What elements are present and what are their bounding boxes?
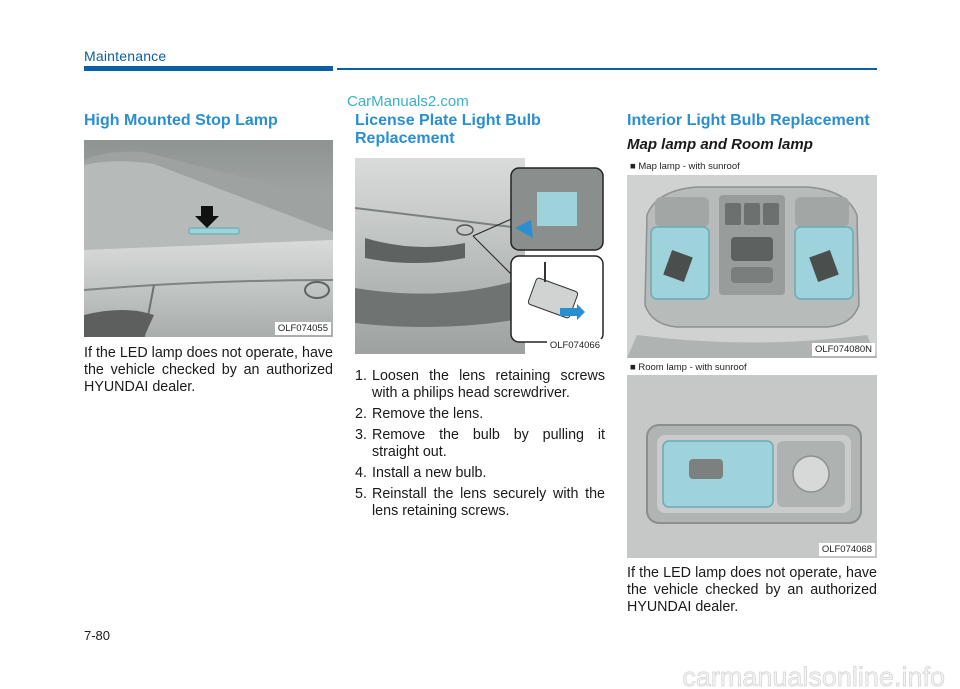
figure-code: OLF074068 — [818, 543, 875, 556]
figure-stop-lamp: OLF074055 — [84, 140, 333, 337]
map-lamp-illustration — [627, 175, 877, 358]
watermark-top: CarManuals2.com — [347, 93, 469, 110]
heading-line: Replacement — [355, 130, 455, 147]
section-label: Maintenance — [84, 48, 167, 64]
page-number: 7-80 — [84, 628, 111, 643]
list-item: 2. Remove the lens. — [355, 406, 605, 423]
figure-room-lamp: OLF074068 — [627, 375, 877, 558]
heading-interior-light: Interior Light Bulb Replacement — [627, 112, 870, 129]
steps-list: 1. Loosen the lens retaining screws with … — [355, 368, 605, 524]
heading-line: License Plate Light Bulb — [355, 112, 541, 129]
list-item: 5. Reinstall the lens securely with the l… — [355, 486, 605, 520]
step-text: Remove the lens. — [372, 406, 484, 422]
heading-high-mounted-stop-lamp: High Mounted Stop Lamp — [84, 112, 278, 129]
caption-map-lamp: ■ Map lamp - with sunroof — [630, 161, 740, 172]
body-text-stop-lamp: If the LED lamp does not operate, have t… — [84, 345, 333, 395]
body-text-interior-light: If the LED lamp does not operate, have t… — [627, 565, 877, 615]
step-number: 5. — [355, 486, 367, 502]
figure-code: OLF074066 — [546, 339, 603, 352]
header-rule-thin — [337, 68, 877, 70]
figure-code: OLF074080N — [811, 343, 875, 356]
figure-code: OLF074055 — [274, 322, 331, 335]
list-item: 1. Loosen the lens retaining screws with … — [355, 368, 605, 402]
caption-room-lamp: ■ Room lamp - with sunroof — [630, 362, 747, 373]
step-number: 3. — [355, 427, 367, 443]
step-number: 1. — [355, 368, 367, 384]
step-number: 2. — [355, 406, 367, 422]
figure-license-plate: OLF074066 — [355, 158, 605, 354]
step-text: Remove the bulb by pulling it straight o… — [372, 427, 605, 460]
step-text: Install a new bulb. — [372, 465, 487, 481]
step-number: 4. — [355, 465, 367, 481]
license-plate-illustration — [355, 158, 605, 354]
step-text: Loosen the lens retaining screws with a … — [372, 368, 605, 401]
footer-watermark-text: carmanualsonline.info — [682, 662, 945, 689]
list-item: 3. Remove the bulb by pulling it straight… — [355, 427, 605, 461]
subheading-map-room-lamp: Map lamp and Room lamp — [627, 136, 813, 153]
step-text: Reinstall the lens securely with the len… — [372, 486, 605, 519]
room-lamp-illustration — [627, 375, 877, 558]
figure-map-lamp: OLF074080N — [627, 175, 877, 358]
heading-license-plate: License Plate Light Bulb Replacement — [355, 112, 605, 148]
list-item: 4. Install a new bulb. — [355, 465, 605, 482]
header-rule-thick — [84, 66, 333, 71]
stop-lamp-illustration — [84, 140, 333, 337]
